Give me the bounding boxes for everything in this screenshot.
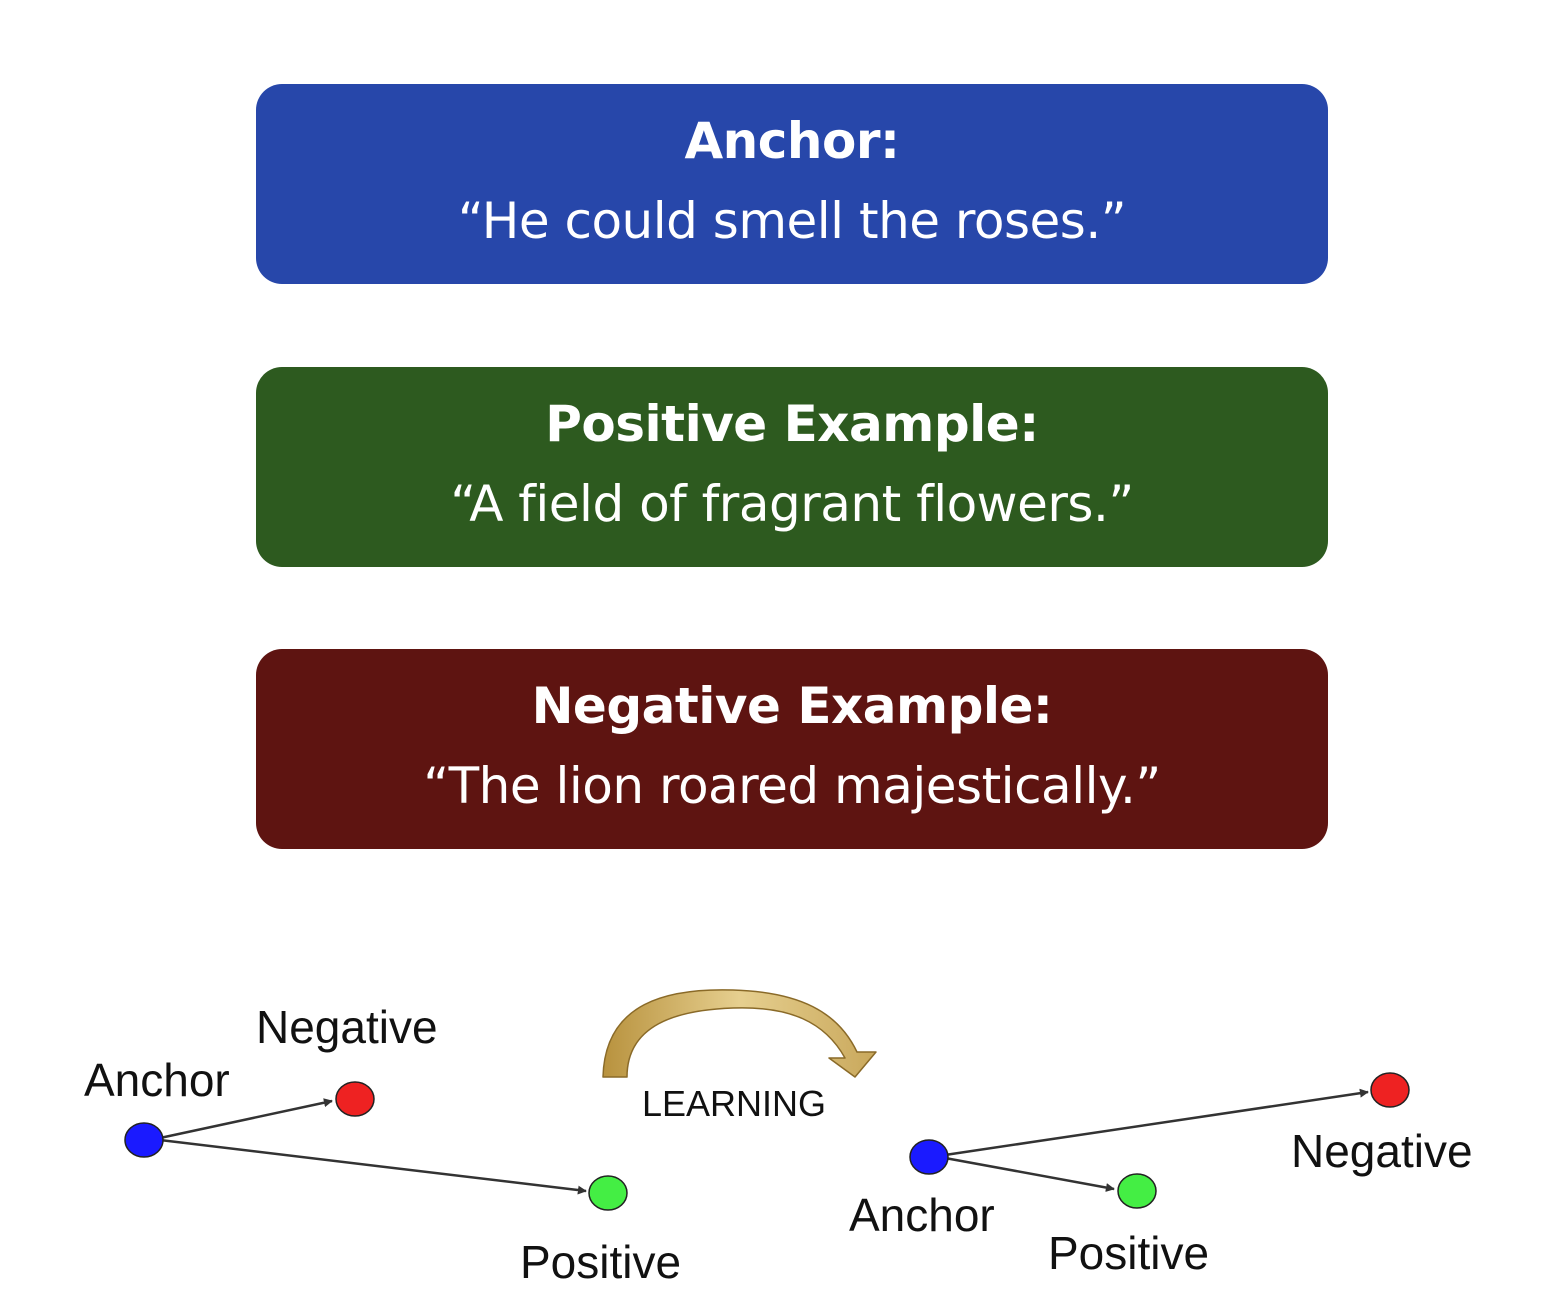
- positive-card: Positive Example: “A field of fragrant f…: [256, 367, 1328, 567]
- learning-label: LEARNING: [642, 1083, 826, 1124]
- before-learning-group: Anchor Negative Positive: [84, 1001, 681, 1288]
- before-positive-label: Positive: [520, 1236, 681, 1288]
- anchor-point: [124, 1122, 164, 1158]
- after-negative-label: Negative: [1291, 1125, 1473, 1177]
- anchor-to-positive-arrow: [944, 1156, 1115, 1192]
- after-anchor-label: Anchor: [849, 1189, 995, 1241]
- anchor-card-title: Anchor:: [684, 112, 900, 170]
- negative-point: [335, 1081, 375, 1117]
- negative-card-quote: “The lion roared majestically.”: [423, 757, 1161, 815]
- after-positive-label: Positive: [1048, 1227, 1209, 1279]
- anchor-card: Anchor: “He could smell the roses.”: [256, 84, 1328, 284]
- before-anchor-label: Anchor: [84, 1054, 230, 1106]
- anchor-to-negative-arrow: [159, 1098, 333, 1140]
- positive-card-title: Positive Example:: [545, 395, 1039, 453]
- anchor-point: [909, 1139, 949, 1175]
- positive-card-quote: “A field of fragrant flowers.”: [450, 475, 1134, 533]
- before-negative-label: Negative: [256, 1001, 438, 1053]
- learning-arrow-icon: [602, 989, 877, 1078]
- anchor-card-quote: “He could smell the roses.”: [457, 192, 1127, 250]
- negative-point: [1370, 1072, 1410, 1108]
- positive-point: [1117, 1173, 1157, 1209]
- negative-card-title: Negative Example:: [531, 677, 1053, 735]
- anchor-to-positive-arrow: [159, 1138, 587, 1195]
- negative-card: Negative Example: “The lion roared majes…: [256, 649, 1328, 849]
- after-learning-group: Anchor Negative Positive: [849, 1072, 1473, 1279]
- anchor-to-negative-arrow: [944, 1088, 1369, 1157]
- positive-point: [588, 1175, 628, 1211]
